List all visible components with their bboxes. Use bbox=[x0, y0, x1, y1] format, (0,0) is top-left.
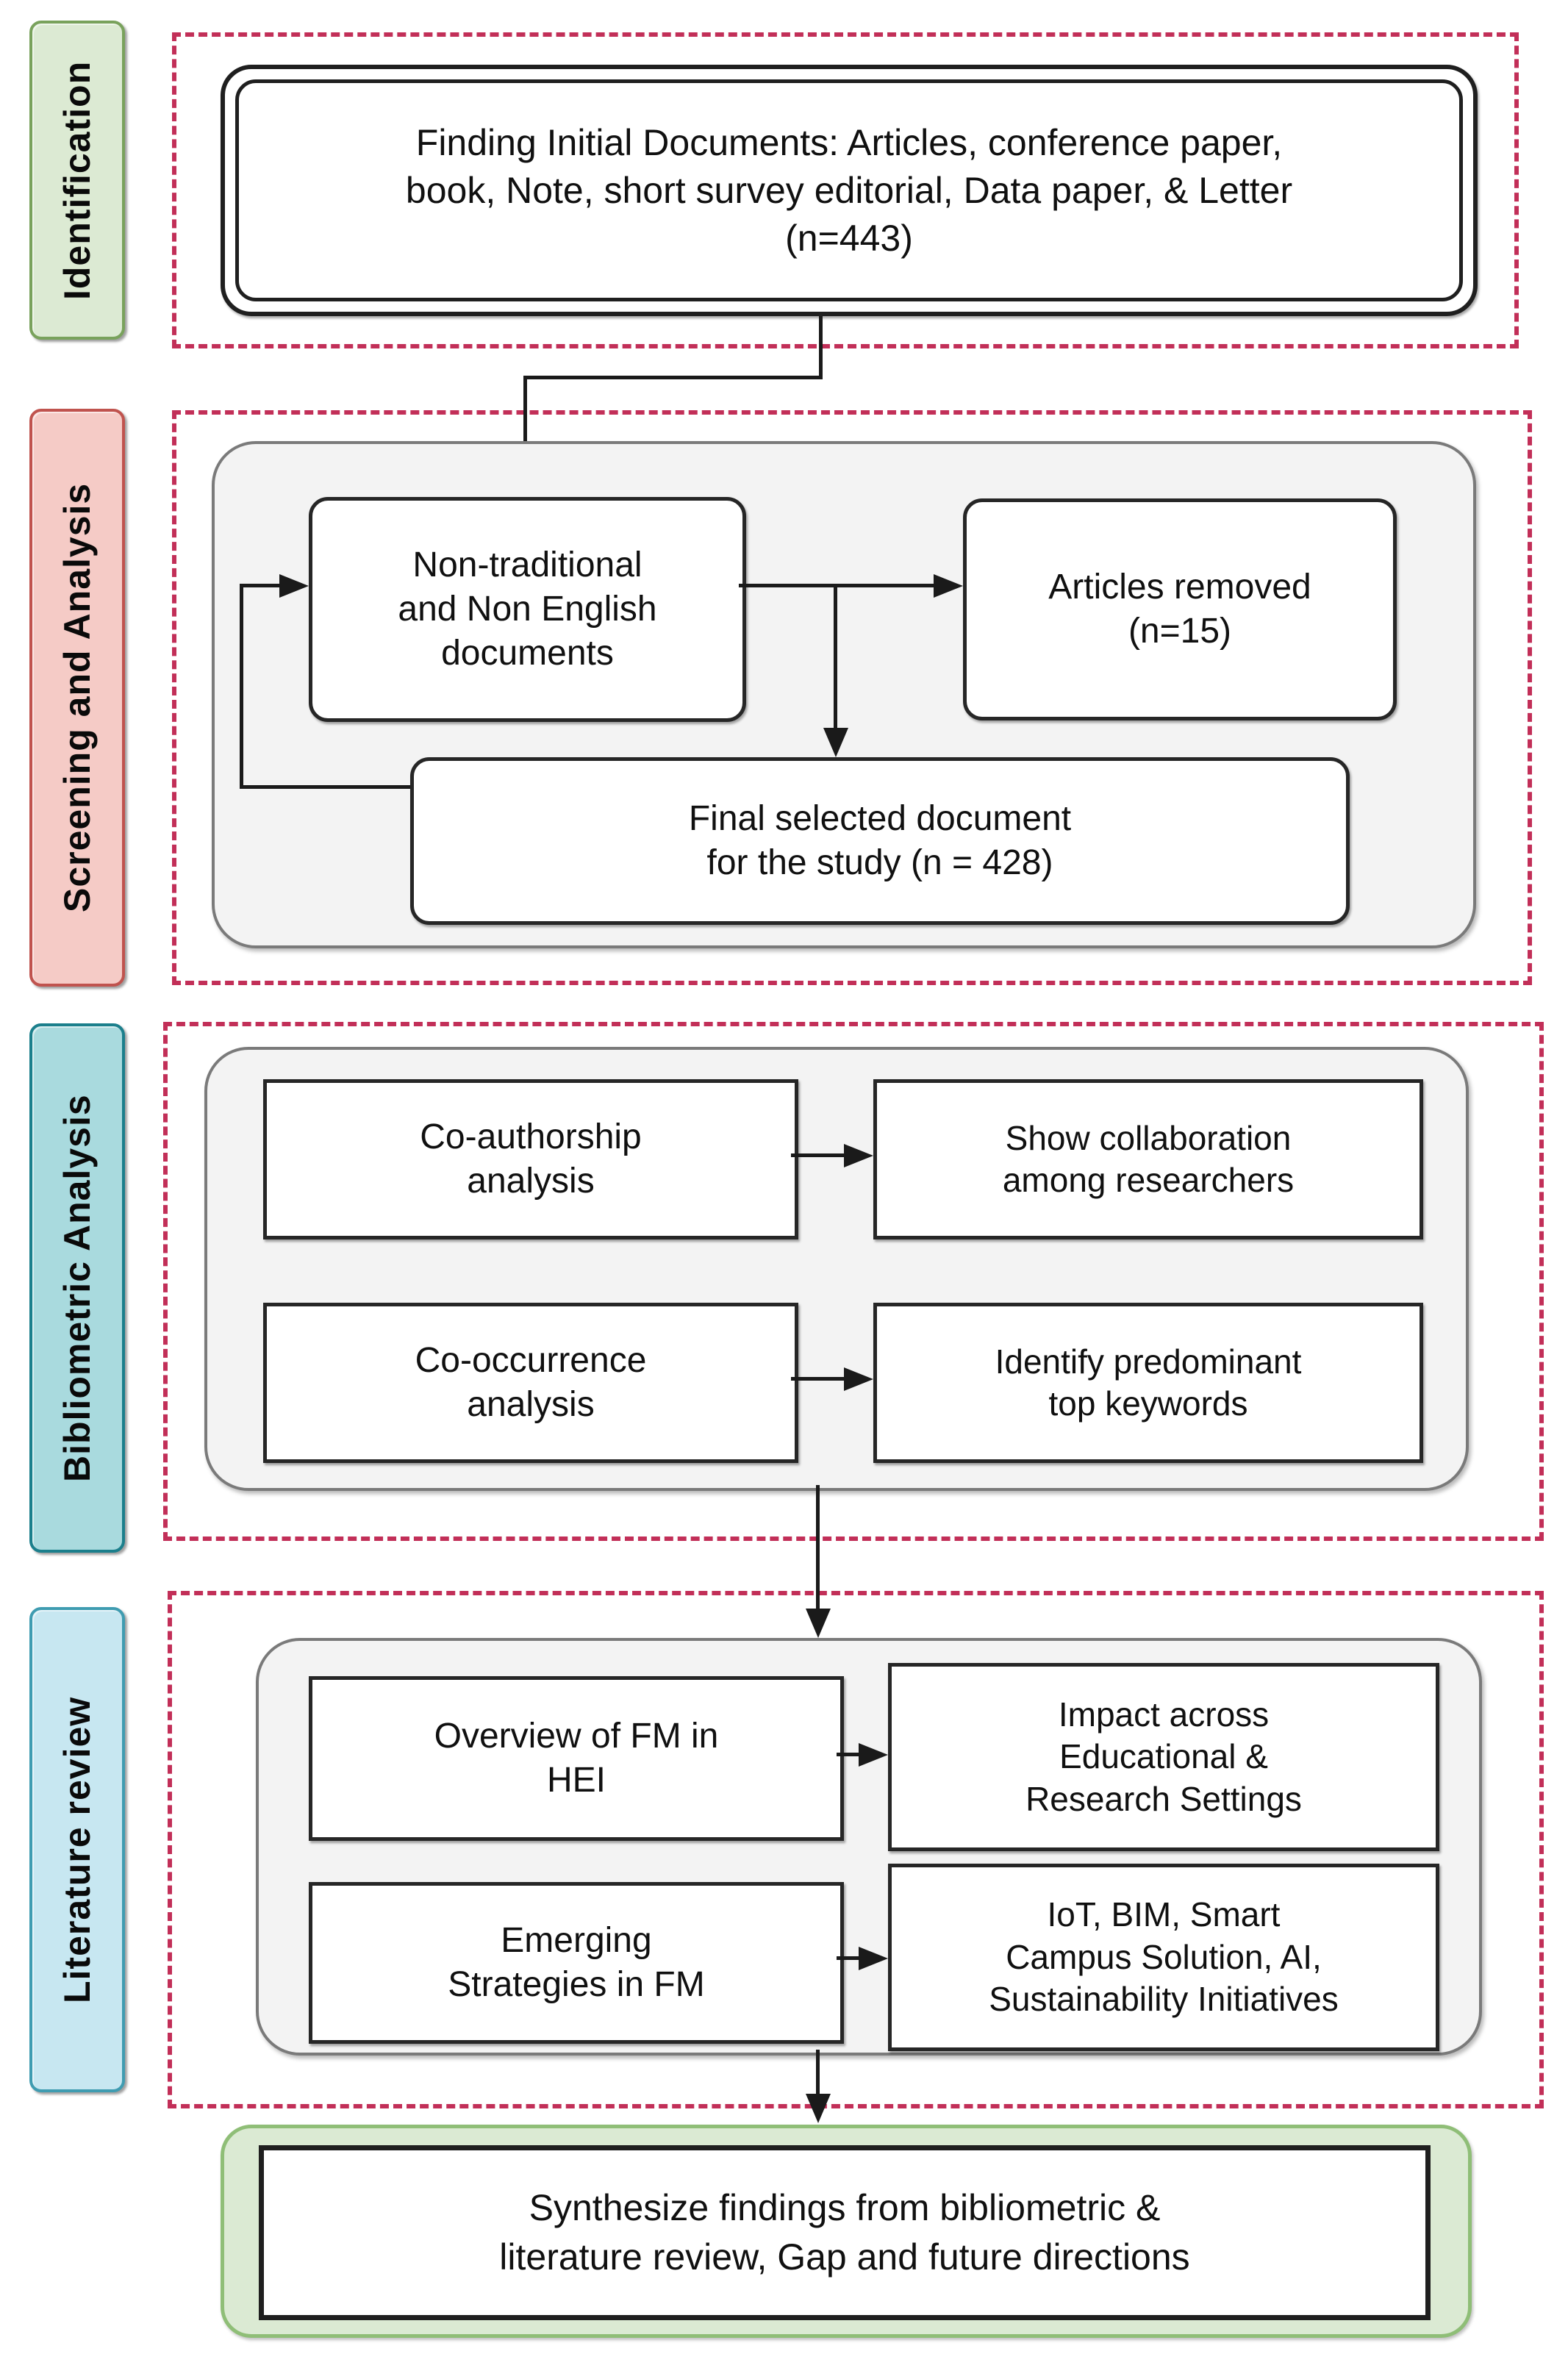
node-identify-top-keywords: Identify predominant top keywords bbox=[873, 1303, 1423, 1463]
stage-label-identification: Identification bbox=[29, 21, 125, 340]
identification-dashed-frame bbox=[172, 32, 1519, 348]
node-emerging-strategies-in-fm: Emerging Strategies in FM bbox=[309, 1882, 844, 2044]
bibliometric-dashed-frame bbox=[163, 1022, 1544, 1541]
node-non-traditional-documents: Non-traditional and Non English document… bbox=[309, 497, 746, 722]
node-co-authorship-analysis: Co-authorship analysis bbox=[263, 1079, 798, 1239]
screening-dashed-frame bbox=[172, 410, 1532, 985]
node-synthesize-findings: Synthesize findings from bibliometric & … bbox=[259, 2145, 1431, 2320]
node-iot-bim-smart-campus: IoT, BIM, Smart Campus Solution, AI, Sus… bbox=[888, 1864, 1439, 2051]
stage-label-literature-review: Literature review bbox=[29, 1607, 125, 2092]
stage-label-screening-and-analysis: Screening and Analysis bbox=[29, 409, 125, 987]
stage-label-bibliometric-analysis: Bibliometric Analysis bbox=[29, 1023, 125, 1553]
node-finding-initial-documents-text: Finding Initial Documents: Articles, con… bbox=[235, 79, 1463, 301]
node-final-selected-document: Final selected document for the study (n… bbox=[410, 757, 1350, 925]
node-articles-removed: Articles removed (n=15) bbox=[963, 498, 1397, 720]
literature-dashed-frame bbox=[168, 1591, 1544, 2108]
node-show-collaboration: Show collaboration among researchers bbox=[873, 1079, 1423, 1239]
node-impact-across-settings: Impact across Educational & Research Set… bbox=[888, 1663, 1439, 1851]
node-finding-initial-documents: Finding Initial Documents: Articles, con… bbox=[221, 65, 1478, 316]
node-overview-of-fm-in-hei: Overview of FM in HEI bbox=[309, 1676, 844, 1841]
node-co-occurrence-analysis: Co-occurrence analysis bbox=[263, 1303, 798, 1463]
